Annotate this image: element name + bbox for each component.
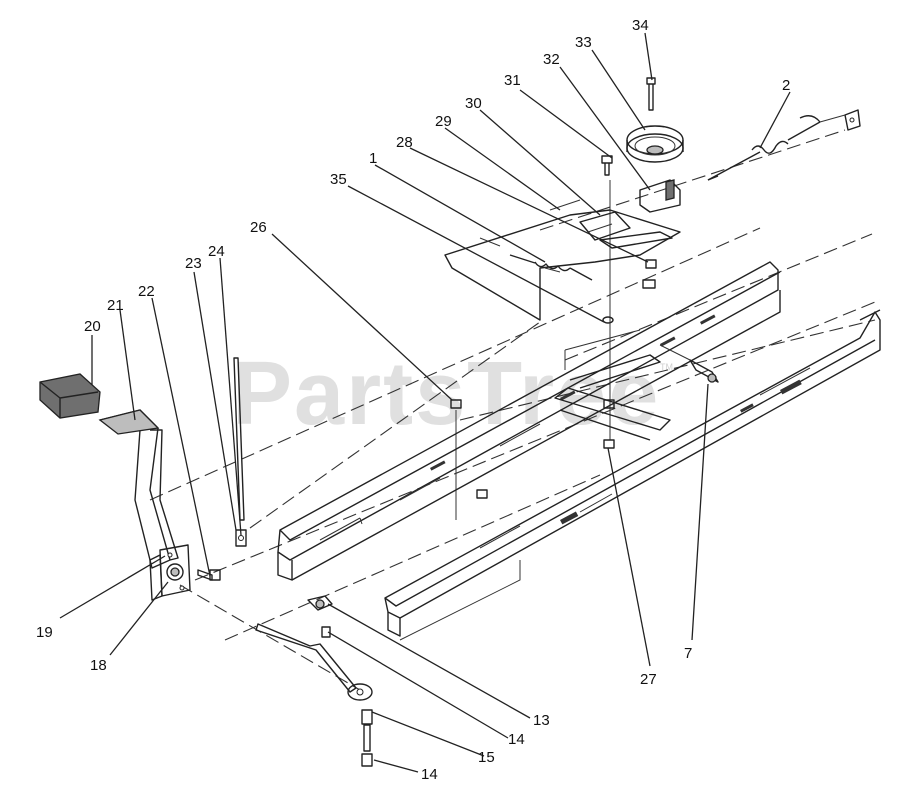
nut-27 [476,399,615,499]
hardware-13-14 [307,595,373,767]
callout-1[interactable]: 1 [369,150,377,167]
callout-32[interactable]: 32 [543,51,560,68]
pivot-bracket [149,544,191,601]
callout-26[interactable]: 26 [250,219,267,236]
assembly-lines [149,129,881,691]
callout-34[interactable]: 34 [632,17,649,34]
rod-23-24 [233,357,247,547]
callout-18[interactable]: 18 [90,657,107,674]
mounting-plate [444,199,681,321]
callout-2[interactable]: 2 [782,77,790,94]
bolt-31 [601,155,613,176]
callout-31[interactable]: 31 [504,72,521,89]
pulley-bolt [646,77,656,111]
callout-20[interactable]: 20 [84,318,101,335]
callout-24[interactable]: 24 [208,243,225,260]
spring-1 [509,254,593,281]
idler-bracket [639,179,681,213]
cross-member [554,329,671,441]
callout-29[interactable]: 29 [435,113,452,130]
callout-14-lower[interactable]: 14 [421,766,438,783]
callouts: 34 33 32 31 2 30 29 28 1 35 26 24 23 22 … [36,17,790,783]
callout-7[interactable]: 7 [684,645,692,662]
nut-28 [642,259,657,289]
pedal-arm [98,409,179,569]
ferrule-7 [659,344,719,383]
callout-15[interactable]: 15 [478,749,495,766]
watermark-tm: TM [660,362,673,372]
callout-27[interactable]: 27 [640,671,657,688]
idler-pulley [626,125,684,163]
frame-rail-right [384,309,881,641]
pedal-pad [39,373,101,419]
callout-28[interactable]: 28 [396,134,413,151]
callout-14[interactable]: 14 [508,731,525,748]
callout-30[interactable]: 30 [465,95,482,112]
callout-23[interactable]: 23 [185,255,202,272]
brake-rod [255,623,373,701]
frame-rail-left [277,261,781,581]
leader-lines [59,32,791,773]
callout-33[interactable]: 33 [575,34,592,51]
callout-22[interactable]: 22 [138,283,155,300]
callout-19[interactable]: 19 [36,624,53,641]
callout-35[interactable]: 35 [330,171,347,188]
extension-spring [707,109,861,181]
nut-26 [450,399,462,409]
callout-21[interactable]: 21 [107,297,124,314]
callout-13[interactable]: 13 [533,712,550,729]
washer-35 [602,316,614,324]
